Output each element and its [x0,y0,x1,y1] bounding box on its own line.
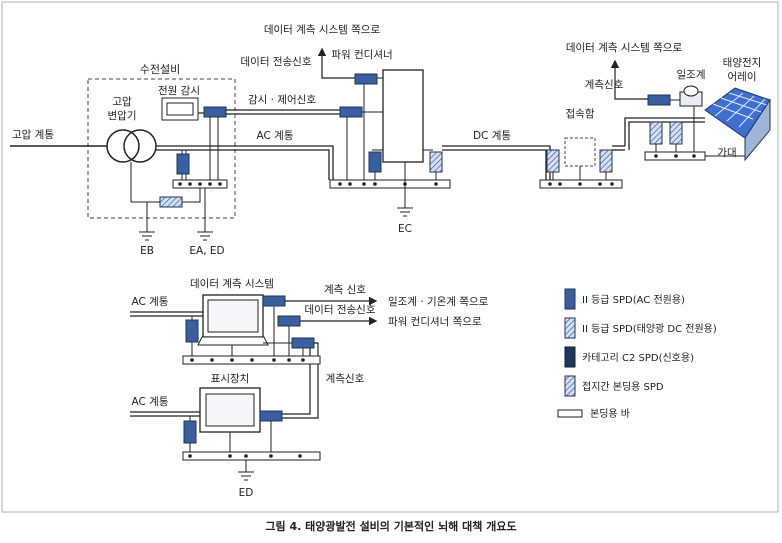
receiving-equipment-label: 수전설비 [140,63,180,76]
dc-spd-pc [429,151,443,173]
to-weather-label: 일조계 · 기온계 쪽으로 [388,295,489,308]
ground-ec-icon [397,207,413,217]
signal-spd-monitor [203,106,227,118]
outer-frame [1,1,779,513]
data-transmission-low-label: 데이터 전송신호 [305,304,376,316]
monitor-control-signal-line [226,109,340,115]
ac-line-low1-label: AC 계통 [132,296,169,308]
dc-line-label: DC 계통 [473,130,511,142]
data-to-system-right-label: 데이터 계측 시스템 쪽으로 [566,42,683,54]
dc-spd-array [649,121,663,145]
data-system-monitor-icon [197,294,269,346]
legend-item-4: 본딩용 바 [590,408,630,420]
signal-spd-data-measure-vert [291,337,315,349]
measure-signal-low-label: 계측 신호 [324,284,366,296]
signal-spd-pc-mid [339,106,363,118]
legend-swatch-signal-spd [564,346,576,368]
legend-swatch-dc-spd [564,317,576,339]
ground-ea-ed-icon [197,231,213,241]
dc-spd-array-2 [669,121,683,145]
legend-item-0: II 등급 SPD(AC 전원용) [582,294,685,306]
transformer-label-2: 변압기 [108,109,137,122]
pv-array-icon [704,87,771,162]
bonding-bar-display [182,451,321,461]
ac-spd-pc [368,151,382,173]
pyranometer-label: 일조계 [677,68,706,81]
bonding-spd [159,196,183,208]
hv-line-label: 고압 계통 [12,128,54,141]
pv-array-label-1: 태양전지 [723,57,762,69]
receiving-equipment-box [87,78,236,219]
signal-spd-data-measure [262,295,286,307]
ground-eb-icon [139,231,155,241]
ec-label: EC [398,223,412,235]
display-unit-icon [199,387,261,433]
junction-box-label: 접속함 [566,108,595,120]
ac-spd-data-system [185,319,199,343]
signal-spd-pyranometer [647,94,671,106]
power-monitor-label: 전원 감시 [158,85,200,97]
legend-swatch-ac-spd [564,288,576,310]
signal-spd-display [259,410,283,422]
to-power-conditioner-label: 파워 컨디셔너 쪽으로 [388,315,482,328]
display-label: 표시장치 [211,373,250,385]
mount-label: 가대 [717,147,736,159]
legend-item-1: II 등급 SPD(태양광 DC 전원용) [582,323,717,335]
ea-ed-label: EA, ED [189,245,224,257]
legend-swatch-bonding-bar [557,409,583,418]
power-conditioner-box [382,69,424,163]
measure-signal-vert-label: 계측신호 [326,373,365,385]
ac-line-top-label: AC 계통 [257,130,294,142]
legend-item-3: 접지간 본딩용 SPD [582,381,664,393]
signal-spd-pc-top [354,73,378,85]
bonding-bar-pc [329,179,451,189]
signal-spd-data-transmit [277,315,301,327]
ac-spd-receiving [176,153,190,175]
transformer-icon [106,129,157,163]
junction-box [564,137,596,167]
ac-spd-display [183,420,197,444]
ground-ed-icon [238,471,254,481]
data-transmission-arrow-top [317,47,367,79]
dc-spd-junction-right [599,149,613,173]
legend-swatch-bonding-spd [564,375,576,397]
pv-array-label-2: 어레이 [728,71,757,83]
data-system-box-label: 데이터 계측 시스템 [190,278,274,290]
pyranometer-icon [679,85,703,107]
measure-signal-right-label: 계측신호 [585,79,624,91]
eb-label: EB [140,245,154,257]
dc-line [442,145,551,180]
data-to-system-top-label: 데이터 계측 시스템 쪽으로 [264,24,381,36]
power-conditioner-label: 파워 컨디셔너 [331,48,392,61]
ac-line-top [156,145,334,180]
legend: II 등급 SPD(AC 전원용) II 등급 SPD(태양광 DC 전원용) … [557,288,717,420]
dc-spd-junction-left [546,149,560,173]
figure-caption: 그림 4. 태양광발전 설비의 기본적인 뇌해 대책 개요도 [265,519,516,533]
legend-item-2: 카테고리 C2 SPD(신호용) [582,352,694,364]
ac-line-low2-label: AC 계통 [132,396,169,408]
ed-bottom-label: ED [239,487,254,499]
data-transmission-top-label: 데이터 전송신호 [241,56,312,68]
monitor-control-signal-label: 감시 · 제어신호 [248,94,316,106]
transformer-label-1: 고압 [112,95,132,108]
